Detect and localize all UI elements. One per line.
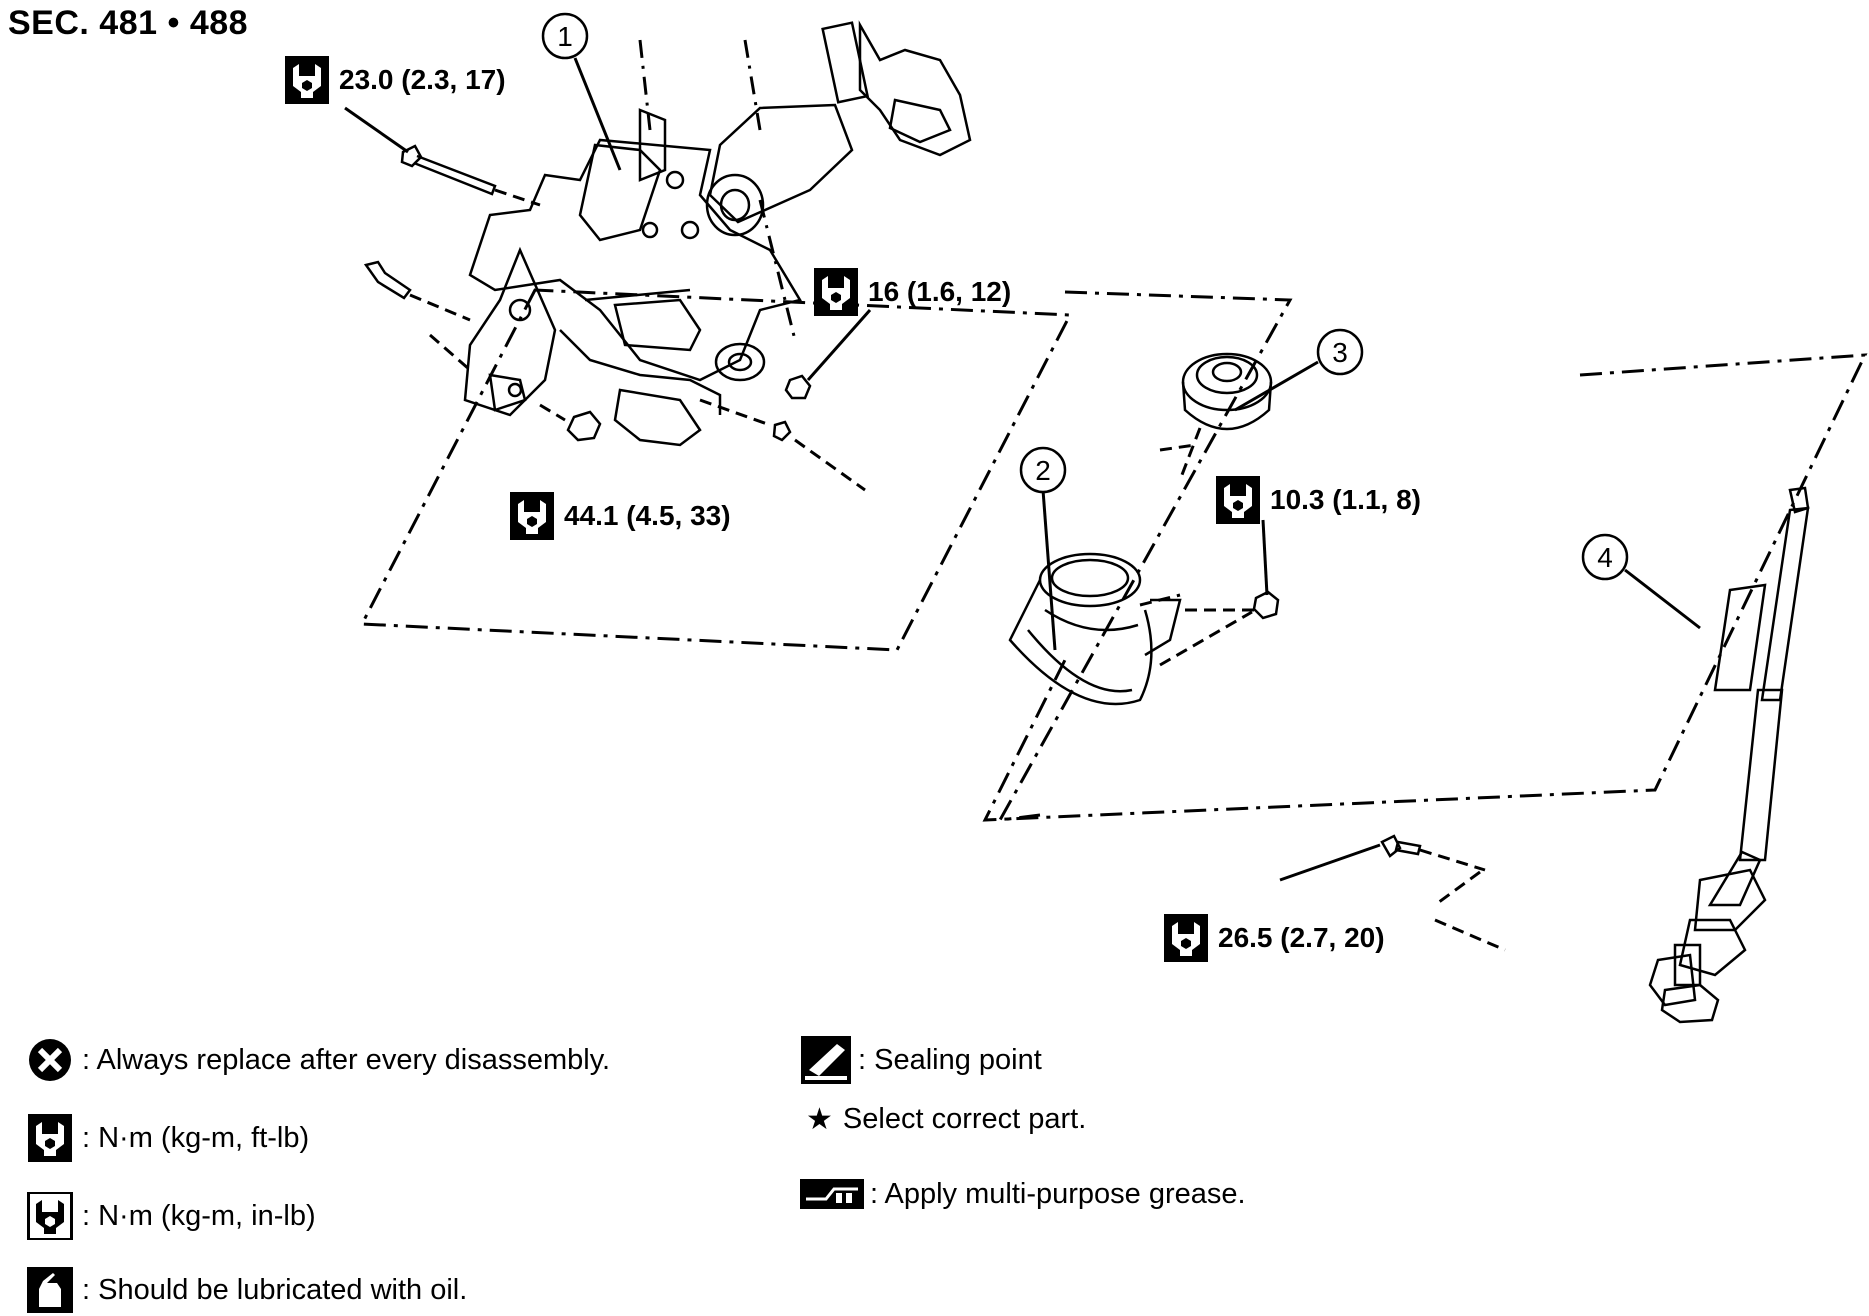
legend-lubricate: : Should be lubricated with oil. — [24, 1266, 467, 1314]
legend-sealing: : Sealing point — [800, 1036, 1042, 1084]
replace-x-icon — [24, 1036, 76, 1084]
legend-torque-ftlb-text: : N·m (kg-m, ft-lb) — [82, 1121, 310, 1154]
legend-torque-inlb: : N·m (kg-m, in-lb) — [24, 1192, 316, 1240]
legend-replace-text: : Always replace after every disassembly… — [82, 1043, 611, 1076]
callout-circle-1 — [541, 12, 589, 60]
torque-wrench-icon — [24, 1114, 76, 1162]
oil-can-icon — [24, 1266, 76, 1314]
legend-sealing-text: : Sealing point — [858, 1043, 1042, 1076]
torque-wrench-inlb-icon — [24, 1192, 76, 1240]
torque-value: 44.1 (4.5, 33) — [564, 500, 731, 531]
torque-label-1: 23.0 (2.3, 17) — [285, 56, 506, 104]
torque-wrench-icon — [510, 492, 554, 540]
sealing-point-icon — [800, 1036, 852, 1084]
legend-lubricate-text: : Should be lubricated with oil. — [82, 1273, 468, 1306]
legend-torque-ftlb: : N·m (kg-m, ft-lb) — [24, 1114, 309, 1162]
torque-wrench-icon — [1216, 476, 1260, 524]
legend-torque-inlb-text: : N·m (kg-m, in-lb) — [82, 1199, 316, 1232]
section-title: SEC. 481 • 488 — [8, 4, 249, 42]
legend-select-text: Select correct part. — [842, 1103, 1087, 1135]
region-boundary-hole-cover — [997, 290, 1293, 822]
torque-label-2: 16 (1.6, 12) — [814, 268, 1011, 316]
torque-value: 16 (1.6, 12) — [868, 276, 1012, 307]
torque-value: 10.3 (1.1, 8) — [1270, 484, 1421, 515]
torque-label-5: 26.5 (2.7, 20) — [1164, 914, 1385, 962]
legend-grease-text: : Apply multi-purpose grease. — [870, 1177, 1246, 1210]
callout-circle-3 — [1316, 328, 1364, 376]
callout-1: 1 — [557, 21, 573, 52]
torque-wrench-icon — [285, 56, 329, 104]
torque-value: 23.0 (2.3, 17) — [339, 64, 506, 95]
torque-label-4: 10.3 (1.1, 8) — [1216, 476, 1421, 524]
callout-2: 2 — [1035, 455, 1051, 486]
star-icon: ★ — [806, 1103, 833, 1136]
callout-circle-2 — [1019, 446, 1067, 494]
legend-grease: : Apply multi-purpose grease. — [800, 1170, 1246, 1218]
torque-label-3: 44.1 (4.5, 33) — [510, 492, 731, 540]
torque-wrench-icon — [1164, 914, 1208, 962]
region-boundary-lower-shaft — [982, 353, 1868, 822]
torque-value: 26.5 (2.7, 20) — [1218, 922, 1385, 953]
grease-gun-icon — [800, 1170, 864, 1218]
callout-circle-4 — [1581, 533, 1629, 581]
callout-4: 4 — [1597, 542, 1613, 573]
callout-3: 3 — [1332, 337, 1348, 368]
region-boundary-column — [359, 288, 1073, 652]
legend-replace: : Always replace after every disassembly… — [24, 1036, 610, 1084]
torque-wrench-icon — [814, 268, 858, 316]
legend-select: ★ Select correct part. — [806, 1102, 1086, 1137]
